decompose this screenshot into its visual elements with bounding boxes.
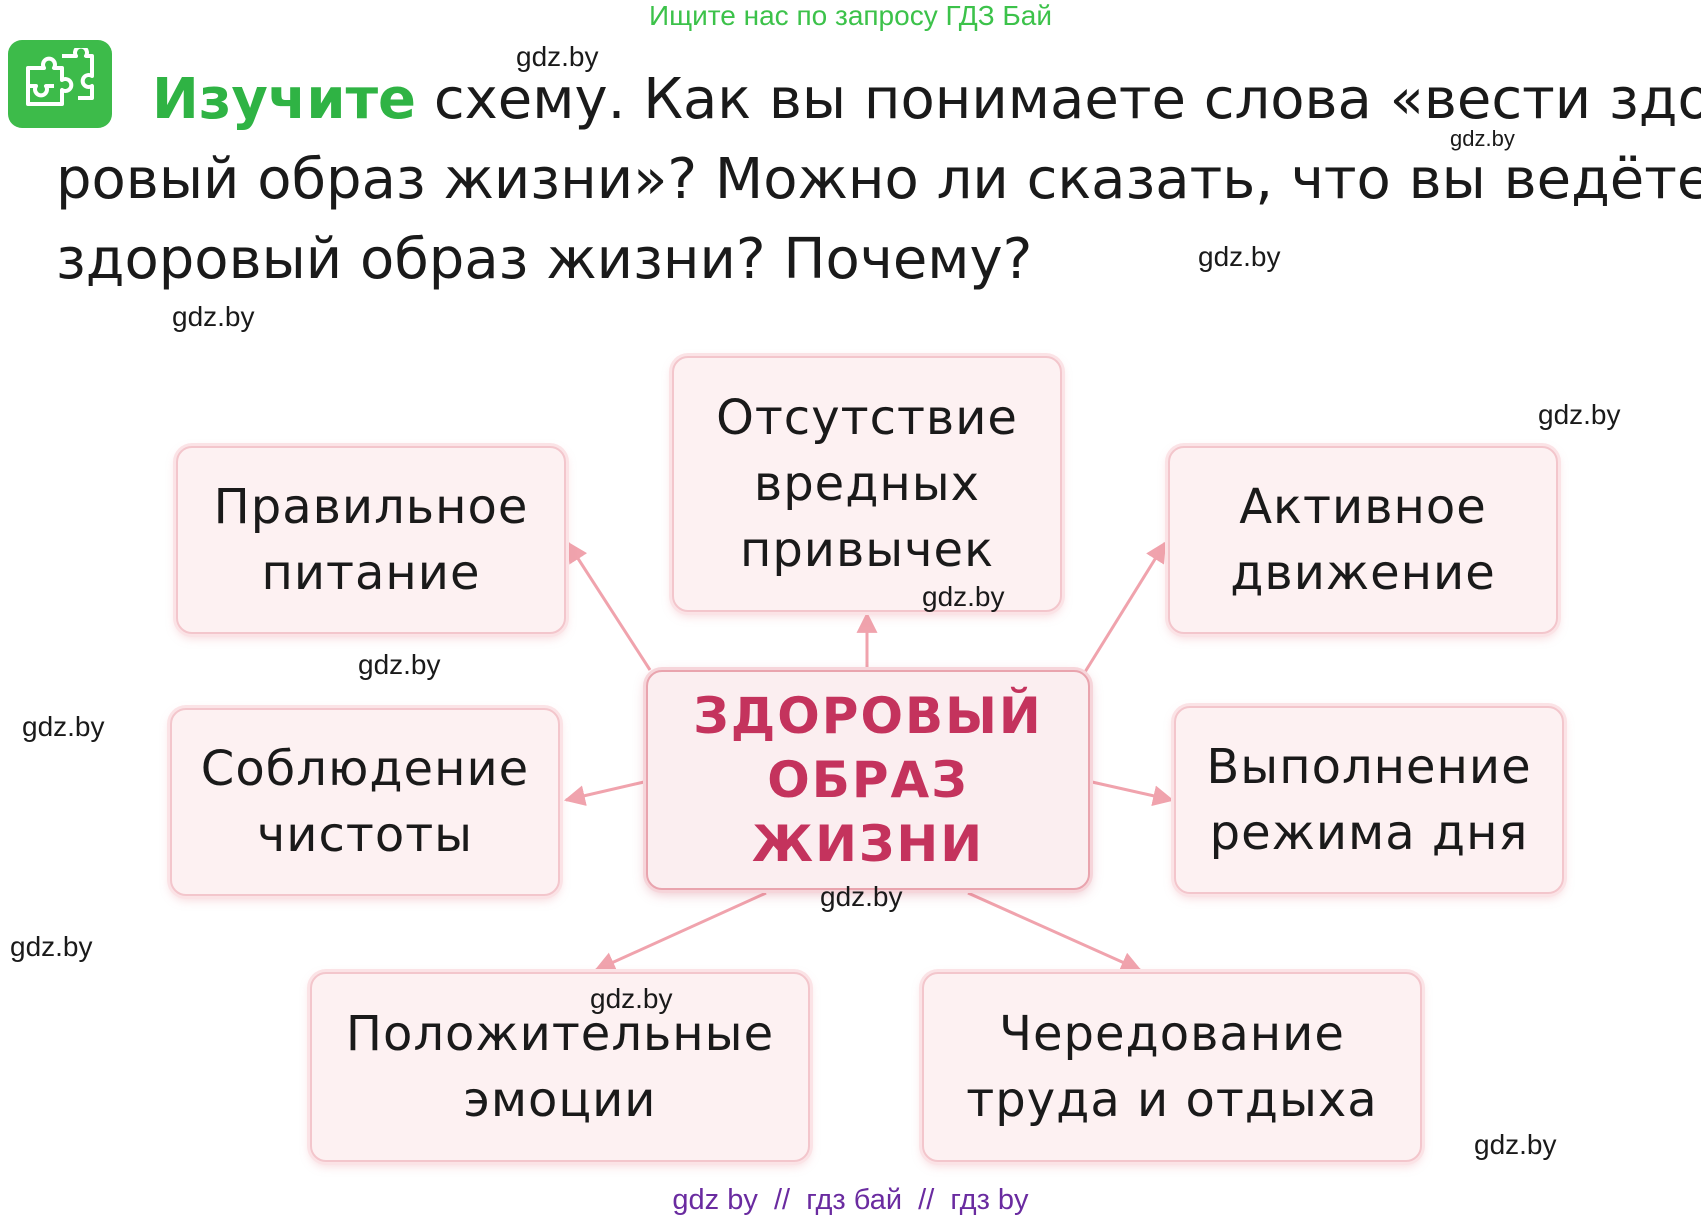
top-note: Ищите нас по запросу ГДЗ Бай (648, 0, 1053, 31)
watermark: gdz.by (22, 711, 105, 742)
node-center-line-3: ЖИЗНИ (751, 815, 985, 873)
watermark: gdz.by (1474, 1129, 1557, 1160)
node-cleanliness-line-1: Соблюдение (200, 741, 530, 797)
node-work-rest: Чередование труда и отдыха (922, 972, 1422, 1162)
node-activity-line-2: движение (1230, 545, 1496, 601)
node-nutrition-line-2: питание (261, 545, 481, 601)
node-cleanliness: Соблюдение чистоты (170, 708, 560, 896)
arrow-to-activity (1083, 541, 1167, 673)
node-emotions-line-2: эмоции (463, 1072, 657, 1128)
task-keyword: Изучите (152, 67, 417, 132)
arrow-to-work-rest (967, 891, 1142, 972)
task-line-3: здоровый образ жизни? Почему? (56, 227, 1033, 292)
task-line-2: ровый образ жизни»? Можно ли сказать, чт… (56, 147, 1701, 212)
watermark: gdz.by (172, 301, 255, 332)
node-nutrition-line-1: Правильное (213, 479, 529, 535)
node-center-line-2: ОБРАЗ (767, 751, 969, 809)
watermark: gdz.by (820, 881, 903, 912)
arrow-to-nutrition (566, 541, 652, 671)
node-activity-line-1: Активное (1239, 479, 1487, 535)
node-routine-line-2: режима дня (1209, 805, 1529, 861)
node-nutrition: Правильное питание (176, 446, 566, 634)
node-no-habits-line-3: привычек (739, 522, 995, 578)
arrow-to-cleanliness (563, 780, 645, 806)
node-center-line-1: ЗДОРОВЫЙ (693, 687, 1043, 745)
footer-links: gdz by // гдз бай // гдз by (672, 1184, 1029, 1216)
node-cleanliness-line-2: чистоты (256, 807, 474, 863)
node-work-rest-line-2: труда и отдыха (966, 1072, 1378, 1128)
node-no-habits: Отсутствие вредных привычек (672, 356, 1062, 612)
task-text: Изучите схему. Как вы понимаете слова «в… (56, 60, 1701, 300)
node-emotions: Положительные эмоции (310, 972, 810, 1162)
arrow-to-emotions (594, 891, 767, 972)
watermark: gdz.by (516, 41, 599, 72)
watermark: gdz.by (922, 581, 1005, 612)
puzzle-badge (8, 40, 112, 128)
node-activity: Активное движение (1168, 446, 1558, 634)
watermark: gdz.by (1450, 126, 1515, 151)
task-line-1-rest: схему. Как вы понимаете слова «вести здо… (416, 67, 1701, 132)
task-line-1: Изучите схему. Как вы понимаете слова «в… (56, 60, 1701, 140)
watermark: gdz.by (358, 649, 441, 680)
node-routine-line-1: Выполнение (1206, 739, 1532, 795)
watermark: gdz.by (1538, 399, 1621, 430)
node-no-habits-line-2: вредных (753, 456, 981, 512)
node-no-habits-line-1: Отсутствие (716, 390, 1018, 446)
node-emotions-line-1: Положительные (345, 1006, 775, 1062)
watermark: gdz.by (590, 983, 673, 1014)
arrow-to-routine (1091, 780, 1175, 807)
node-center: ЗДОРОВЫЙ ОБРАЗ ЖИЗНИ (646, 670, 1090, 890)
watermark: gdz.by (10, 931, 93, 962)
puzzle-icon (26, 48, 94, 106)
node-routine: Выполнение режима дня (1174, 706, 1564, 894)
watermark: gdz.by (1198, 241, 1281, 272)
node-work-rest-line-1: Чередование (999, 1006, 1345, 1062)
